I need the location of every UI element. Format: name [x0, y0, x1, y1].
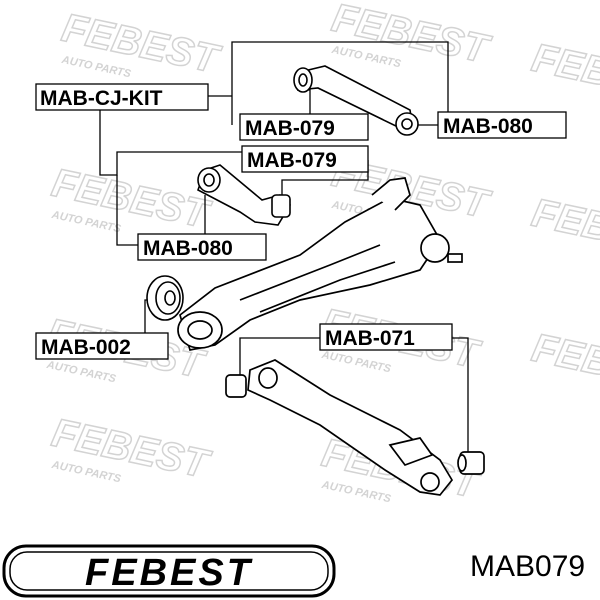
bushing-002: [146, 275, 184, 321]
leader-line: [452, 337, 469, 455]
bushing-080-top-hole: [401, 118, 413, 130]
bushing-080-mid-hole: [203, 173, 215, 187]
hub-stud: [447, 253, 463, 263]
label-box-080-top: [437, 111, 567, 139]
watermark-logo-text: FEBEST: [528, 326, 600, 403]
lower-lateral-link: [225, 359, 485, 496]
bushing-071-right-face: [457, 454, 467, 472]
watermark-logo-text: FEBEST: [528, 36, 600, 113]
trailing-arm-eye-hole: [187, 320, 213, 340]
upper-control-arm: [293, 65, 419, 136]
label-box-002: [35, 332, 169, 360]
label-cj-kit: MAB-CJ-KIT: [40, 87, 163, 110]
label-box-080-mid: [137, 233, 267, 261]
lateral-link-body: [247, 359, 454, 496]
label-080-mid: MAB-080: [143, 237, 233, 260]
trailing-link: [197, 164, 292, 226]
callout-labels: MAB-CJ-KIT MAB-079 MAB-080 MAB-079 MAB-0…: [35, 83, 567, 360]
label-box-cj-kit: [35, 83, 209, 111]
watermark-logo-text: FEBEST: [328, 0, 495, 72]
bushing-079-mid: [271, 194, 291, 218]
logo-inner-border: [9, 551, 329, 591]
watermark-logo-text: FEBEST: [48, 411, 215, 488]
label-box-079-mid: [241, 145, 369, 173]
label-box-071: [319, 323, 453, 351]
trailing-arm-rib: [259, 261, 396, 313]
logo-text: FEBEST: [85, 552, 253, 594]
lateral-link-eye: [420, 472, 440, 492]
label-002: MAB-002: [41, 336, 131, 359]
lower-trailing-arm: [177, 177, 463, 351]
label-079-top: MAB-079: [245, 117, 335, 140]
lateral-link-eye: [258, 367, 278, 389]
bushing-071-left: [225, 374, 247, 398]
logo-outer-border: [2, 544, 336, 598]
leader-line: [116, 175, 140, 246]
watermark-logo-text: FEBEST: [48, 161, 215, 238]
part-code: MAB079: [470, 550, 586, 583]
label-080-top: MAB-080: [443, 115, 533, 138]
hub-mount: [420, 233, 450, 263]
bushing-079-top-hole: [298, 73, 308, 87]
watermark-logo-text: FEBEST: [58, 6, 225, 83]
trailing-arm-rib: [239, 244, 381, 301]
leader-line: [239, 337, 320, 380]
leader-line: [231, 41, 449, 118]
label-071: MAB-071: [325, 327, 415, 350]
bracket-top: [371, 177, 411, 211]
label-079-mid: MAB-079: [247, 149, 337, 172]
watermark-logo-text: FEBEST: [528, 191, 600, 268]
label-box-079-top: [239, 113, 369, 141]
lateral-link-bracket: [388, 437, 434, 467]
bushing-002-hole: [164, 290, 176, 306]
febest-logo: FEBEST: [2, 544, 336, 598]
